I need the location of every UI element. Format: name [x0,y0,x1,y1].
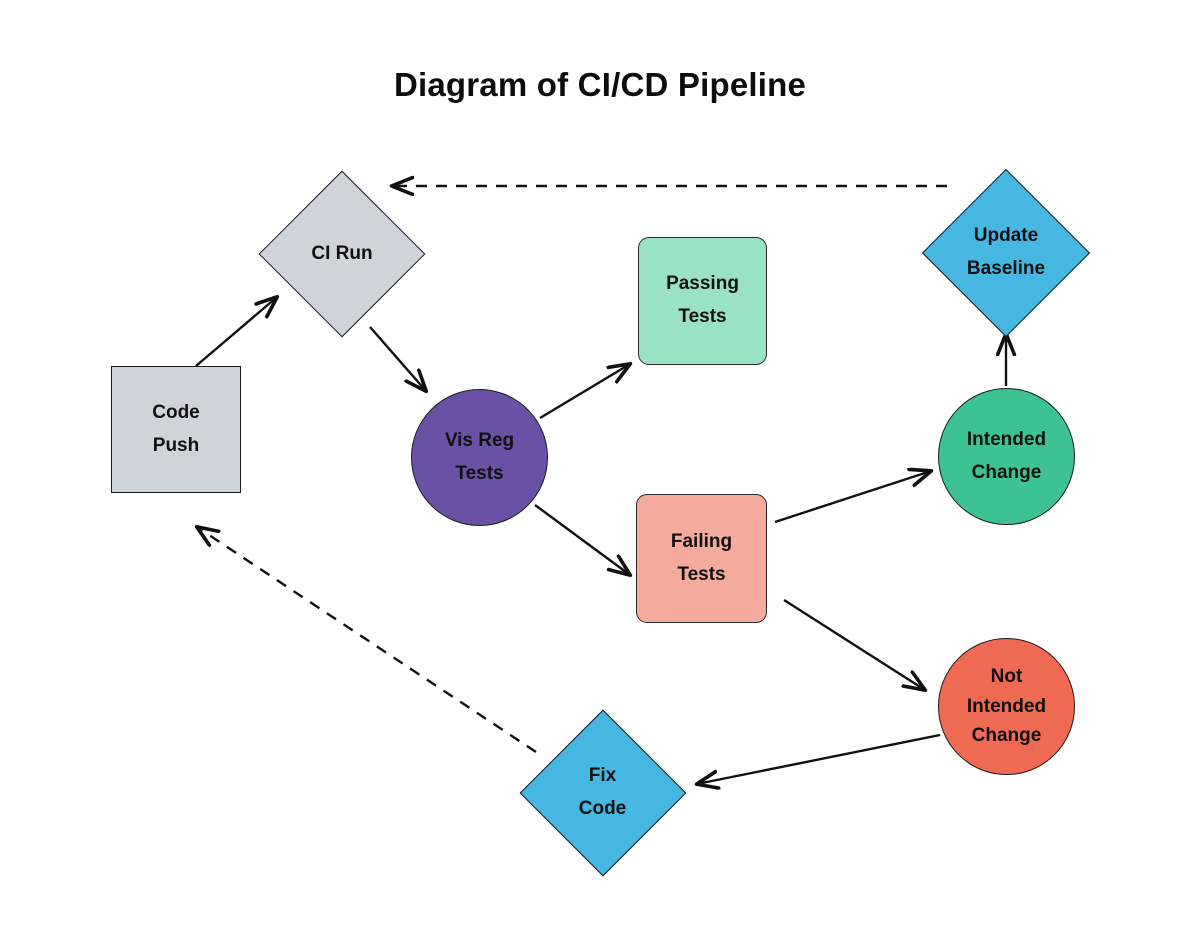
node-vis-reg-tests-label: Vis Reg Tests [444,429,515,484]
node-update-baseline[interactable]: Update Baseline [921,167,1091,339]
page-title: Diagram of CI/CD Pipeline [393,66,807,103]
node-ci-run[interactable]: CI Run [258,168,426,340]
edge-not-intended-to-fix-code [697,733,941,784]
node-not-intended-change[interactable]: Not Intended Change [938,638,1075,775]
node-failing-tests-label: Failing Tests [670,530,733,585]
node-code-push-label: Code Push [152,401,200,456]
edge-vis-reg-to-passing [539,364,630,420]
edge-fix-code-to-code-push [197,527,537,753]
node-intended-change[interactable]: Intended Change [938,388,1075,525]
node-intended-change-label: Intended Change [966,428,1047,483]
update-baseline-diamond-shape [921,168,1091,338]
node-passing-tests-label: Passing Tests [666,273,739,327]
node-fix-code[interactable]: Fix Code [519,708,686,878]
node-not-intended-change-label: Not Intended Change [966,666,1047,747]
fix-code-diamond-shape [519,709,686,877]
node-vis-reg-tests[interactable]: Vis Reg Tests [411,389,548,526]
node-failing-tests[interactable]: Failing Tests [636,494,767,623]
edge-failing-to-intended [774,471,931,524]
node-code-push[interactable]: Code Push [111,366,241,493]
edge-vis-reg-to-failing [534,504,630,575]
edge-failing-to-not-intended [783,598,925,690]
ci-run-diamond-shape [258,170,426,338]
node-passing-tests[interactable]: Passing Tests [638,237,767,365]
